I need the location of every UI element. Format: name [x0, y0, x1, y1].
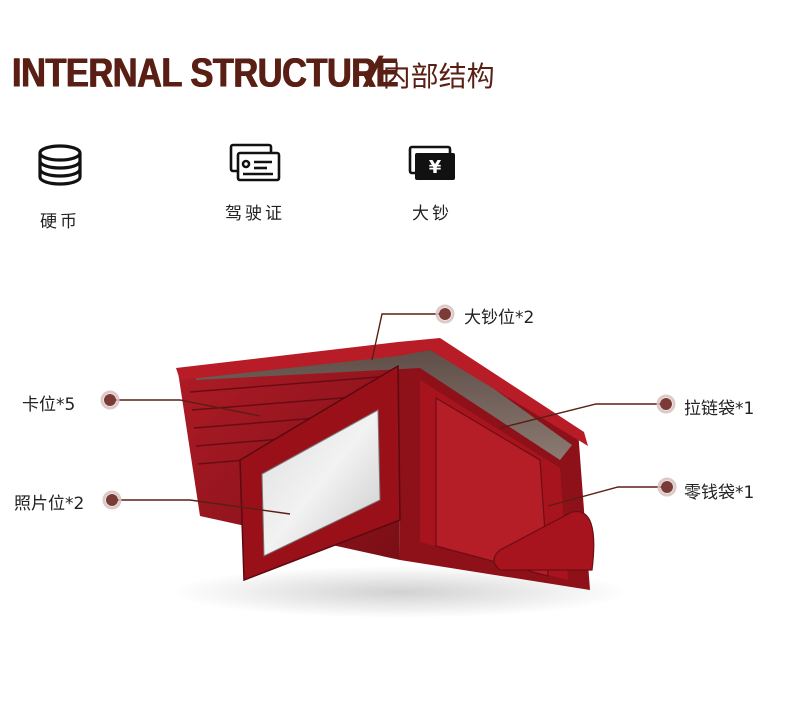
callout-lines [110, 313, 664, 515]
banknote-icon: ¥ [408, 145, 455, 180]
coin-pocket-flap [435, 396, 549, 577]
callout-dots [104, 308, 673, 506]
title-chinese: 内部结构 [382, 60, 495, 93]
snap-tab [493, 510, 595, 571]
wallet-lining [196, 344, 572, 460]
coins-icon [38, 144, 82, 186]
feature-label: 大钞 [412, 204, 452, 224]
callout-card-slot: 卡位*5 [22, 395, 76, 415]
feature-label: 硬币 [40, 212, 80, 232]
photo-window [261, 409, 381, 557]
callout-zipper-pocket: 拉链袋*1 [684, 399, 755, 419]
callout-photo-slot: 照片位*2 [14, 494, 85, 514]
title-english: INTERNAL STRUCTURE [12, 50, 399, 97]
svg-text:¥: ¥ [429, 157, 442, 178]
feature-license: 驾驶证 [210, 143, 300, 224]
feature-label: 驾驶证 [225, 204, 285, 224]
wallet-top-edge [176, 338, 588, 446]
feature-coins: 硬币 [15, 143, 105, 232]
id-card-icon [229, 143, 281, 182]
wallet-photo [100, 304, 677, 618]
wallet-shadow [170, 566, 630, 618]
callout-coin-pocket: 零钱袋*1 [684, 483, 755, 503]
section-title: INTERNAL STRUCTURE / 内部结构 [12, 48, 495, 104]
callout-bill-slot: 大钞位*2 [464, 308, 535, 328]
feature-banknote: ¥ 大钞 [387, 143, 477, 224]
